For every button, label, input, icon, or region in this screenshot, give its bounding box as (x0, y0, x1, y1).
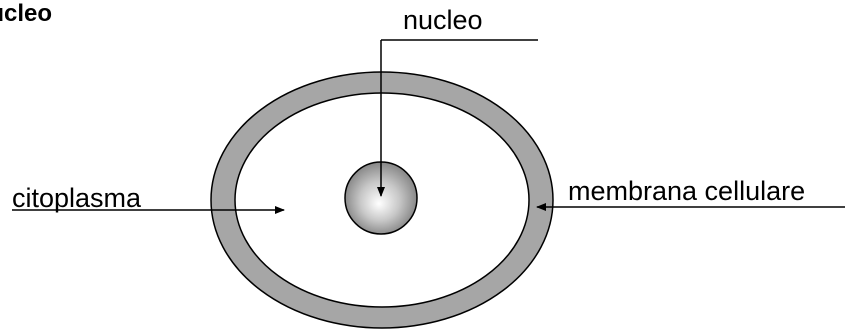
nucleus-label: nucleo (403, 5, 483, 35)
cytoplasm-label: citoplasma (12, 183, 142, 213)
membrane-label: membrana cellulare (568, 176, 805, 206)
diagram-title: Nucleo (0, 0, 52, 27)
